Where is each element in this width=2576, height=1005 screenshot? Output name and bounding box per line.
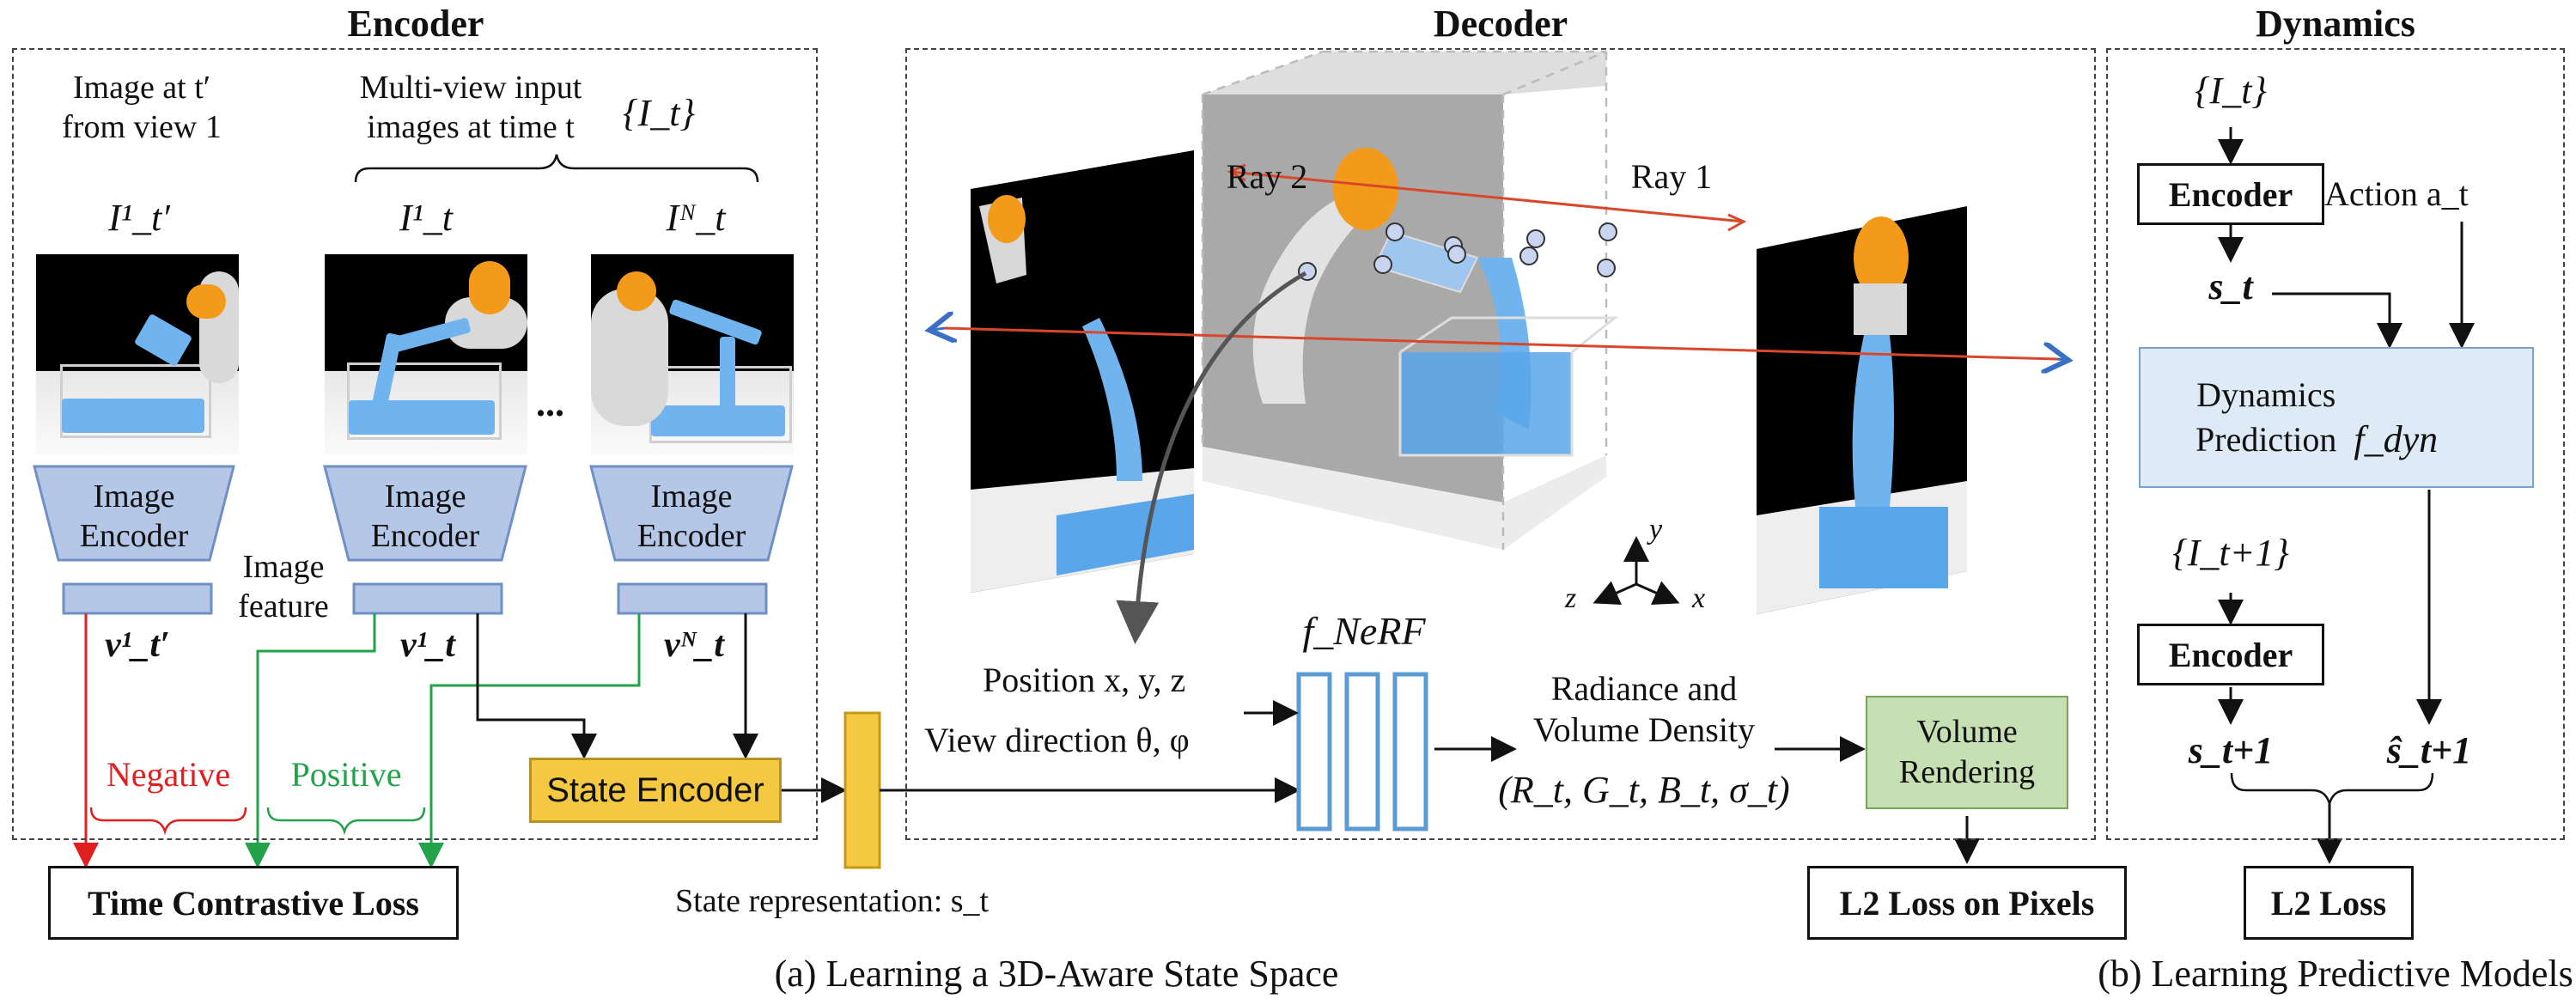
img-label-1: I¹_t xyxy=(399,197,454,239)
axis-z-label: z xyxy=(1565,582,1577,614)
feature-vectors xyxy=(62,582,768,615)
dyn-s-t1-label: s_t+1 xyxy=(2188,729,2274,771)
f-nerf-label: f_NeRF xyxy=(1302,609,1426,653)
caption-a: (a) Learning a 3D-Aware State Space xyxy=(774,953,1339,995)
rgb-sigma-label: (R_t, G_t, B_t, σ_t) xyxy=(1498,769,1790,811)
dynamics-prediction-box: Dynamics Prediction f_dyn xyxy=(2139,347,2534,488)
encoder-panel xyxy=(12,48,818,840)
dyn-s-t-label: s_t xyxy=(2208,265,2253,308)
time-contrastive-loss-box: Time Contrastive Loss xyxy=(48,866,459,940)
decoder-title: Decoder xyxy=(1433,3,1568,45)
ellipsis: ... xyxy=(536,382,564,424)
axis-y-label: y xyxy=(1649,514,1663,545)
image-encoder-1-label: Image Encoder xyxy=(79,478,189,554)
state-representation-bar xyxy=(843,711,881,869)
view-direction-label: View direction θ, φ xyxy=(924,721,1190,759)
v-tprime-label: v¹_t′ xyxy=(105,625,170,665)
image-feature-label: Image feature xyxy=(238,548,329,627)
img-label-tprime: I¹_t′ xyxy=(108,197,170,239)
dyn-s-hat-t1-label: ŝ_t+1 xyxy=(2386,729,2472,771)
l2-loss-pixels-box: L2 Loss on Pixels xyxy=(1807,866,2127,940)
axis-x-label: x xyxy=(1692,582,1706,614)
dyn-i-t1-label: {I_t+1} xyxy=(2172,532,2289,574)
image-thumbnail-1 xyxy=(325,254,527,455)
image-thumbnail-N xyxy=(591,254,794,455)
f-dyn-label: f_dyn xyxy=(2354,417,2439,460)
image-thumbnail-tprime xyxy=(36,254,239,455)
v-1-label: v¹_t xyxy=(400,625,455,665)
image-at-t-prime-label: Image at t′ from view 1 xyxy=(62,70,222,145)
multiview-label: Multi-view input images at time t xyxy=(359,70,582,145)
position-label: Position x, y, z xyxy=(983,661,1186,699)
image-set-label: {I_t} xyxy=(623,92,696,134)
dyn-encoder-2-box: Encoder xyxy=(2137,624,2324,685)
volume-rendering-box: Volume Rendering xyxy=(1866,696,2068,809)
v-N-label: vᴺ_t xyxy=(664,625,724,665)
img-label-N: Iᴺ_t xyxy=(666,197,726,239)
encoder-title: Encoder xyxy=(347,3,484,45)
multiview-brace xyxy=(354,154,759,183)
nerf-network xyxy=(1296,672,1428,831)
state-representation-label: State representation: s_t xyxy=(675,883,990,919)
caption-b: (b) Learning Predictive Models xyxy=(2098,953,2573,995)
dynamics-prediction-label: Dynamics Prediction xyxy=(2195,375,2337,459)
decoder-scene xyxy=(932,50,2066,644)
ray1-label: Ray 1 xyxy=(1630,157,1713,196)
image-encoder-3-label: Image Encoder xyxy=(636,478,746,554)
image-encoder-shapes xyxy=(33,465,794,562)
volume-rendering-label: Volume Rendering xyxy=(1898,713,2036,791)
state-encoder-box: State Encoder xyxy=(529,758,782,823)
dyn-encoder-1-box: Encoder xyxy=(2137,163,2324,225)
radiance-label: Radiance and Volume Density xyxy=(1532,669,1756,749)
l2-loss-box: L2 Loss xyxy=(2244,866,2414,940)
negative-label: Negative xyxy=(106,755,231,794)
dynamics-panel xyxy=(2106,48,2565,840)
ray2-label: Ray 2 xyxy=(1226,157,1308,196)
positive-label: Positive xyxy=(290,755,402,794)
image-encoder-2-label: Image Encoder xyxy=(370,478,480,554)
decoder-panel xyxy=(905,48,2096,840)
action-label: Action a_t xyxy=(2324,174,2469,213)
dynamics-title: Dynamics xyxy=(2256,3,2415,45)
dyn-i-t-label: {I_t} xyxy=(2194,70,2268,112)
